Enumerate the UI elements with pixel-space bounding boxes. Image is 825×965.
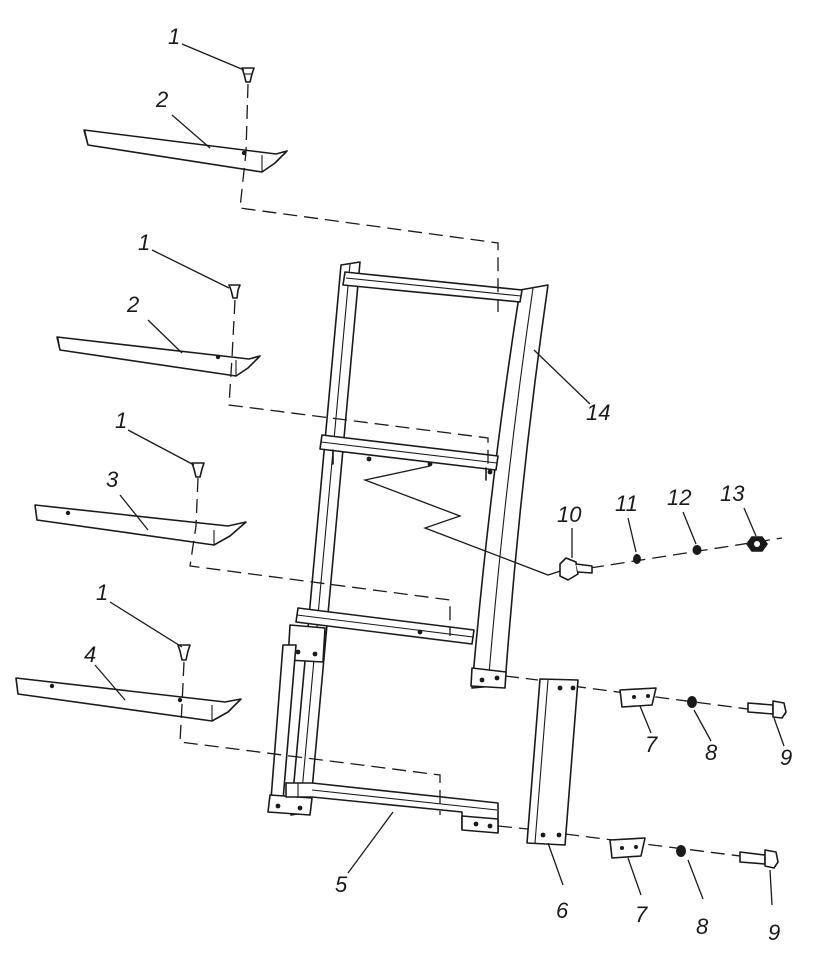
bolt-1c-icon [191, 462, 205, 478]
bolt-10-icon [559, 557, 593, 581]
bolt-9-lower-icon [739, 849, 779, 869]
callout-4: 4 [84, 642, 96, 667]
nut-13-icon [746, 536, 768, 552]
assembly-paths [179, 83, 787, 861]
washer-12-icon [692, 545, 702, 555]
bracket-7-lower [609, 837, 646, 859]
callout-10: 10 [557, 502, 582, 527]
tread-2-top [83, 129, 288, 173]
ladder-frame [267, 261, 549, 816]
callout-2a: 2 [155, 87, 168, 112]
callout-7a: 7 [645, 732, 658, 757]
callout-6: 6 [556, 898, 569, 923]
tread-3 [34, 504, 247, 546]
bolt-1b-icon [228, 284, 241, 299]
washer-8-lower-icon [676, 845, 686, 857]
bolt-9-upper-icon [747, 700, 787, 719]
callout-9a: 9 [780, 745, 792, 770]
callout-3: 3 [106, 467, 119, 492]
zigzag-connector [362, 465, 571, 576]
bracket-7-upper [619, 687, 657, 708]
callout-12: 12 [667, 485, 691, 510]
washer-8-upper-icon [687, 696, 697, 708]
callout-7b: 7 [635, 902, 648, 927]
callouts: 1 2 1 2 14 1 3 10 11 12 13 1 4 7 8 9 5 6… [84, 24, 792, 945]
callout-11: 11 [615, 491, 638, 516]
bottom-step [285, 782, 499, 834]
callout-8a: 8 [705, 740, 718, 765]
washer-11-icon [633, 554, 641, 564]
callout-9b: 9 [768, 920, 780, 945]
leader-lines [94, 43, 785, 906]
tread-4 [15, 677, 242, 722]
side-plate-6 [526, 678, 579, 846]
callout-1a: 1 [168, 24, 180, 49]
callout-13: 13 [720, 481, 745, 506]
tread-2-second [56, 336, 261, 377]
callout-1b: 1 [138, 230, 150, 255]
callout-2b: 2 [126, 292, 139, 317]
bolt-1d-icon [177, 644, 191, 661]
callout-14: 14 [586, 400, 610, 425]
callout-8b: 8 [696, 914, 709, 939]
callout-5: 5 [335, 872, 348, 897]
bolt-1a-icon [241, 67, 255, 83]
callout-1d: 1 [96, 580, 108, 605]
callout-1c: 1 [115, 408, 127, 433]
